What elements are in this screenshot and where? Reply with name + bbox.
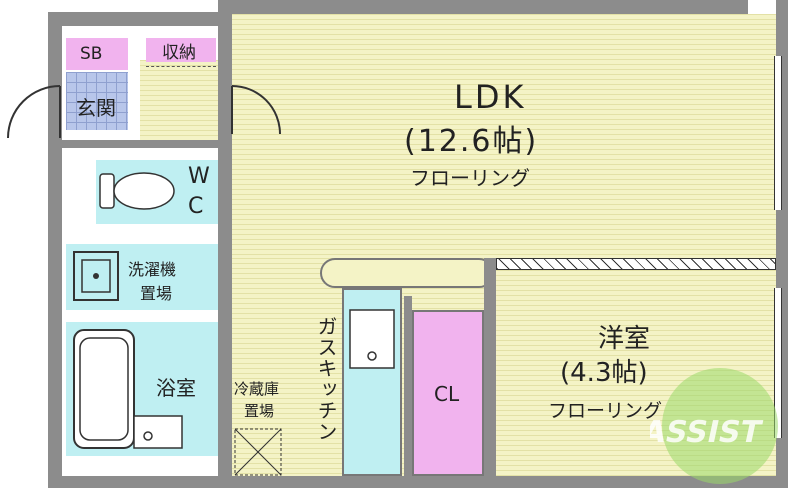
room-sb[interactable] (66, 38, 128, 70)
wall-outer-top-left (48, 12, 230, 26)
room-ldk (232, 14, 776, 258)
shuno-label: 収納 (162, 43, 196, 63)
yoshitsu-size: (4.3帖) (560, 358, 648, 388)
assist-logo: ASSIST (650, 368, 778, 484)
ldk-name: LDK (454, 78, 527, 116)
wall-outer-top (218, 0, 748, 14)
kitchen-sink-icon (349, 309, 395, 369)
wc-label-c: C (188, 194, 204, 219)
wall-outer-bottom (48, 476, 788, 488)
sentakuki-label-1: 洗濯機 (128, 260, 177, 279)
room-hall (140, 60, 218, 140)
genkan-label: 玄関 (76, 96, 116, 120)
wall-vertical-left-block (218, 12, 232, 478)
room-genkan[interactable] (66, 72, 128, 130)
yokushitsu-label: 浴室 (156, 376, 196, 400)
ldk-size: (12.6帖) (404, 124, 539, 159)
window-yoshitsu (774, 288, 782, 438)
sentakuki-label-2: 置場 (140, 284, 173, 303)
wet-area-wall (62, 140, 218, 148)
kitchen-label: ガスキッチン (314, 316, 338, 442)
window-ldk (774, 56, 782, 210)
fridge-space-icon (234, 428, 282, 476)
ldk-floor: フローリング (410, 166, 530, 190)
toilet-icon (99, 172, 175, 210)
entrance-door-icon[interactable] (0, 82, 64, 142)
reizoko-label-1: 冷蔵庫 (234, 380, 280, 398)
wall-yoshitsu-left (484, 258, 496, 476)
shuno-shelf-line (146, 66, 216, 67)
reizoko-label-2: 置場 (244, 402, 275, 420)
washer-pan-icon (73, 251, 119, 301)
sb-label: SB (80, 44, 103, 64)
kitchen-counter-top (320, 258, 494, 288)
watermark-text: ASSIST (650, 415, 765, 450)
room-shuno[interactable] (146, 38, 216, 62)
ldk-door-icon[interactable] (228, 82, 288, 138)
sink-icon (133, 415, 183, 449)
bathtub-icon (73, 329, 135, 449)
wc-label-w: W (188, 164, 210, 189)
yoshitsu-floor: フローリング (548, 400, 663, 422)
partition-sliding[interactable] (496, 258, 776, 270)
closet-label: CL (434, 382, 460, 406)
yoshitsu-name: 洋室 (598, 324, 651, 354)
wall-outer-left (48, 12, 62, 488)
wall-cl-left (404, 296, 412, 476)
room-closet[interactable] (412, 310, 484, 476)
